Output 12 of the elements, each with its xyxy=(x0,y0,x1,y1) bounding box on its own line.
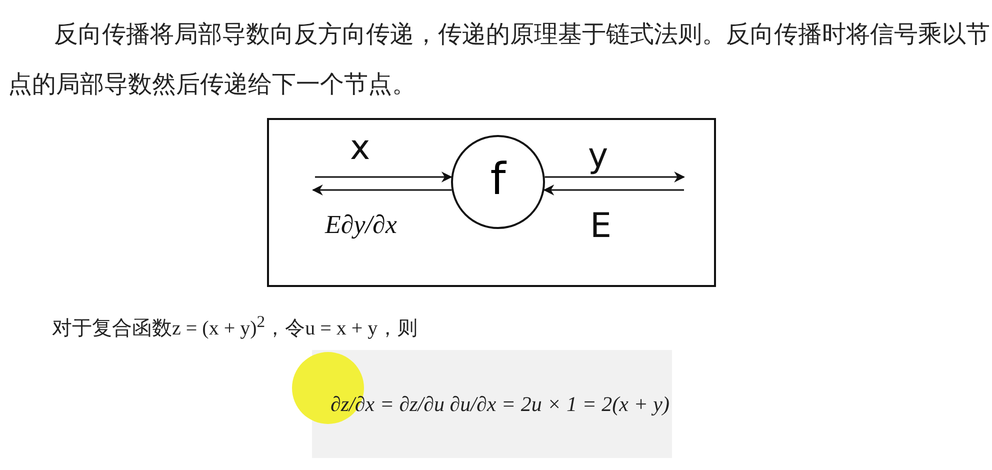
paragraph: 反向传播将局部导数向反方向传递，传递的原理基于链式法则。反向传播时将信号乘以节点的局部导数然后传递给下一个节点。 xyxy=(8,20,991,100)
function-circle: f xyxy=(451,135,545,229)
formula-text: 对于复合函数z = (x + y)$^{2}$，令u = x + y，则 xyxy=(52,312,419,342)
edge-label: x xyxy=(350,128,370,168)
edge-label: y xyxy=(588,136,608,176)
arrow xyxy=(315,172,452,182)
arrow xyxy=(544,172,686,182)
arrow xyxy=(543,184,684,196)
edge-label: E xyxy=(590,206,612,246)
diagram-frame xyxy=(267,118,716,287)
arrow xyxy=(312,184,452,196)
edge-label: E∂y/∂x xyxy=(325,210,397,240)
